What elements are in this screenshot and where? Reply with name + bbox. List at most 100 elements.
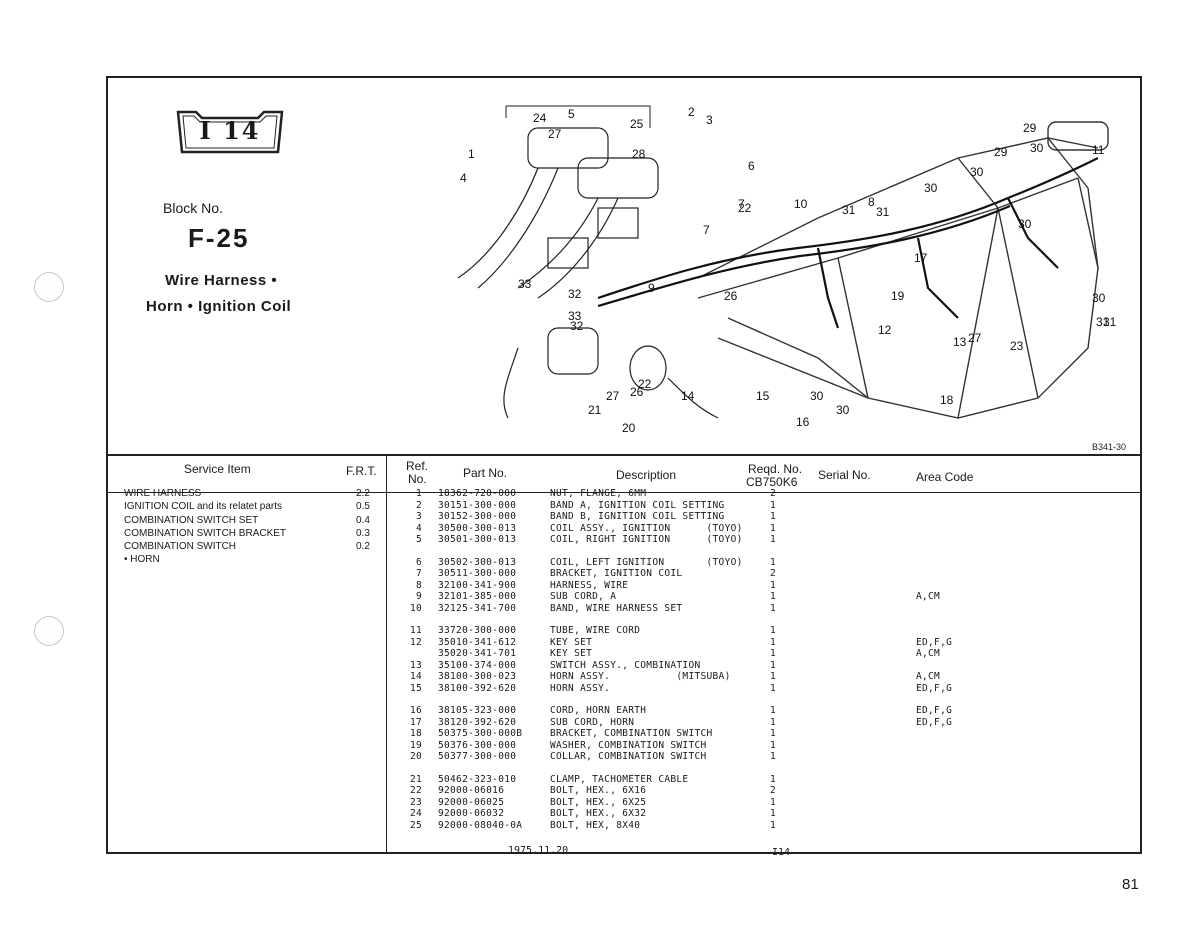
parts-part-cell: 32101-385-000 bbox=[438, 591, 517, 602]
callout-number: 11 bbox=[1092, 143, 1105, 157]
parts-ref-cell: 3 bbox=[415, 511, 422, 522]
parts-desc-cell: KEY SET bbox=[550, 636, 593, 648]
parts-ref-cell: 7 bbox=[415, 568, 422, 579]
parts-qty-cell: 1 bbox=[770, 819, 777, 831]
parts-desc-cell: BOLT, HEX, 8X40 bbox=[550, 819, 641, 831]
block-number-code: F-25 bbox=[188, 223, 250, 253]
callout-number: 7 bbox=[738, 197, 745, 211]
parts-desc-cell: SUB CORD, HORN bbox=[550, 716, 635, 728]
parts-qty-cell: 1 bbox=[770, 511, 777, 522]
parts-part-cell: 50462-323-010 bbox=[438, 773, 517, 785]
callout-number: 26 bbox=[630, 385, 644, 399]
parts-qty-cell: 1 bbox=[770, 682, 777, 694]
parts-part-cell: 92000-06025 bbox=[438, 796, 505, 808]
callout-number: 25 bbox=[630, 117, 644, 131]
parts-desc-cell: COIL, LEFT IGNITION (TOYO) bbox=[550, 556, 743, 568]
parts-part-cell: 50376-300-000 bbox=[438, 739, 517, 751]
parts-qty-cell: 1 bbox=[770, 636, 777, 648]
callout-number: 5 bbox=[568, 107, 575, 121]
parts-desc-cell: COIL ASSY., IGNITION (TOYO) bbox=[550, 522, 743, 534]
frt-header: F.R.T. bbox=[346, 464, 377, 478]
callout-number: 27 bbox=[548, 127, 562, 141]
parts-ref-cell: 17 bbox=[409, 716, 422, 728]
parts-part-cell: 18362-720-000 bbox=[438, 488, 517, 499]
section-chip-label: I 14 bbox=[199, 116, 261, 145]
parts-part-cell: 30511-300-000 bbox=[438, 568, 517, 579]
parts-desc-cell: BAND A, IGNITION COIL SETTING bbox=[550, 499, 725, 511]
binder-hole-bottom bbox=[34, 616, 64, 646]
parts-catalog-sheet: I 14 Block No. F-25 Wire Harness • Horn … bbox=[106, 76, 1142, 858]
horns-drawing bbox=[503, 327, 719, 419]
parts-qty-cell: 1 bbox=[770, 602, 777, 614]
parts-group-gap bbox=[398, 546, 1138, 557]
callout-number: 30 bbox=[836, 403, 850, 417]
parts-part-cell: 35100-374-000 bbox=[438, 659, 517, 671]
parts-desc-cell: BAND B, IGNITION COIL SETTING bbox=[550, 511, 725, 522]
callout-number: 13 bbox=[953, 335, 967, 349]
callout-number: 24 bbox=[533, 111, 547, 125]
callout-number: 30 bbox=[1092, 291, 1106, 305]
ref-no-header-line1: Ref. bbox=[406, 459, 429, 473]
parts-qty-cell: 1 bbox=[770, 556, 777, 568]
parts-part-cell: 38120-392-620 bbox=[438, 716, 517, 728]
callout-number: 29 bbox=[994, 145, 1008, 159]
parts-area-cell: ED,F,G bbox=[916, 682, 953, 694]
parts-qty-cell: 1 bbox=[770, 625, 777, 636]
parts-ref-cell: 11 bbox=[409, 625, 422, 636]
parts-part-cell: 38100-392-620 bbox=[438, 682, 517, 694]
parts-desc-cell: HORN ASSY. (MITSUBA) bbox=[550, 671, 731, 682]
service-item-name: IGNITION COIL and its relatet parts bbox=[124, 501, 283, 513]
parts-part-cell: 38100-300-023 bbox=[438, 671, 517, 682]
parts-group-gap bbox=[398, 614, 1138, 625]
parts-part-cell: 92000-06016 bbox=[438, 785, 505, 796]
callout-number: 19 bbox=[891, 289, 905, 303]
callout-number: 17 bbox=[914, 251, 928, 265]
parts-ref-cell: 4 bbox=[415, 522, 422, 534]
parts-qty-cell: 1 bbox=[770, 522, 777, 534]
parts-qty-cell: 2 bbox=[770, 785, 777, 796]
parts-desc-cell: SWITCH ASSY., COMBINATION bbox=[550, 659, 701, 671]
parts-ref-cell: 2 bbox=[415, 499, 422, 511]
parts-qty-cell: 1 bbox=[770, 728, 777, 739]
callout-number: 33 bbox=[518, 277, 532, 291]
issue-date: 1975.11.20 bbox=[508, 845, 569, 856]
section-title-line-1: Wire Harness • bbox=[165, 272, 278, 289]
callout-number: 18 bbox=[940, 393, 954, 407]
parts-ref-cell: 12 bbox=[409, 636, 422, 648]
parts-qty-cell: 1 bbox=[770, 648, 777, 659]
callout-number: 3 bbox=[706, 113, 713, 127]
parts-ref-cell: 22 bbox=[409, 785, 422, 796]
parts-area-cell: ED,F,G bbox=[916, 636, 953, 648]
parts-area-cell: A,CM bbox=[916, 591, 941, 602]
parts-qty-cell: 1 bbox=[770, 808, 777, 819]
callout-number: 7 bbox=[703, 223, 710, 237]
service-item-name: • HORN bbox=[124, 554, 160, 566]
parts-part-cell: 38105-323-000 bbox=[438, 705, 517, 716]
parts-ref-cell: 15 bbox=[409, 682, 422, 694]
callout-number: 30 bbox=[1030, 141, 1044, 155]
parts-qty-cell: 1 bbox=[770, 659, 777, 671]
parts-part-cell: 32100-341-900 bbox=[438, 579, 517, 591]
parts-part-cell: 92000-08040-0A bbox=[438, 819, 523, 831]
table-header-rule bbox=[108, 492, 1140, 493]
parts-desc-cell: KEY SET bbox=[550, 648, 593, 659]
parts-qty-cell: 1 bbox=[770, 671, 777, 682]
callout-number: 31 bbox=[842, 203, 856, 217]
callout-number: 30 bbox=[810, 389, 824, 403]
page-number: 81 bbox=[1122, 876, 1139, 893]
section-divider bbox=[108, 454, 1140, 456]
parts-ref-cell: 13 bbox=[409, 659, 422, 671]
